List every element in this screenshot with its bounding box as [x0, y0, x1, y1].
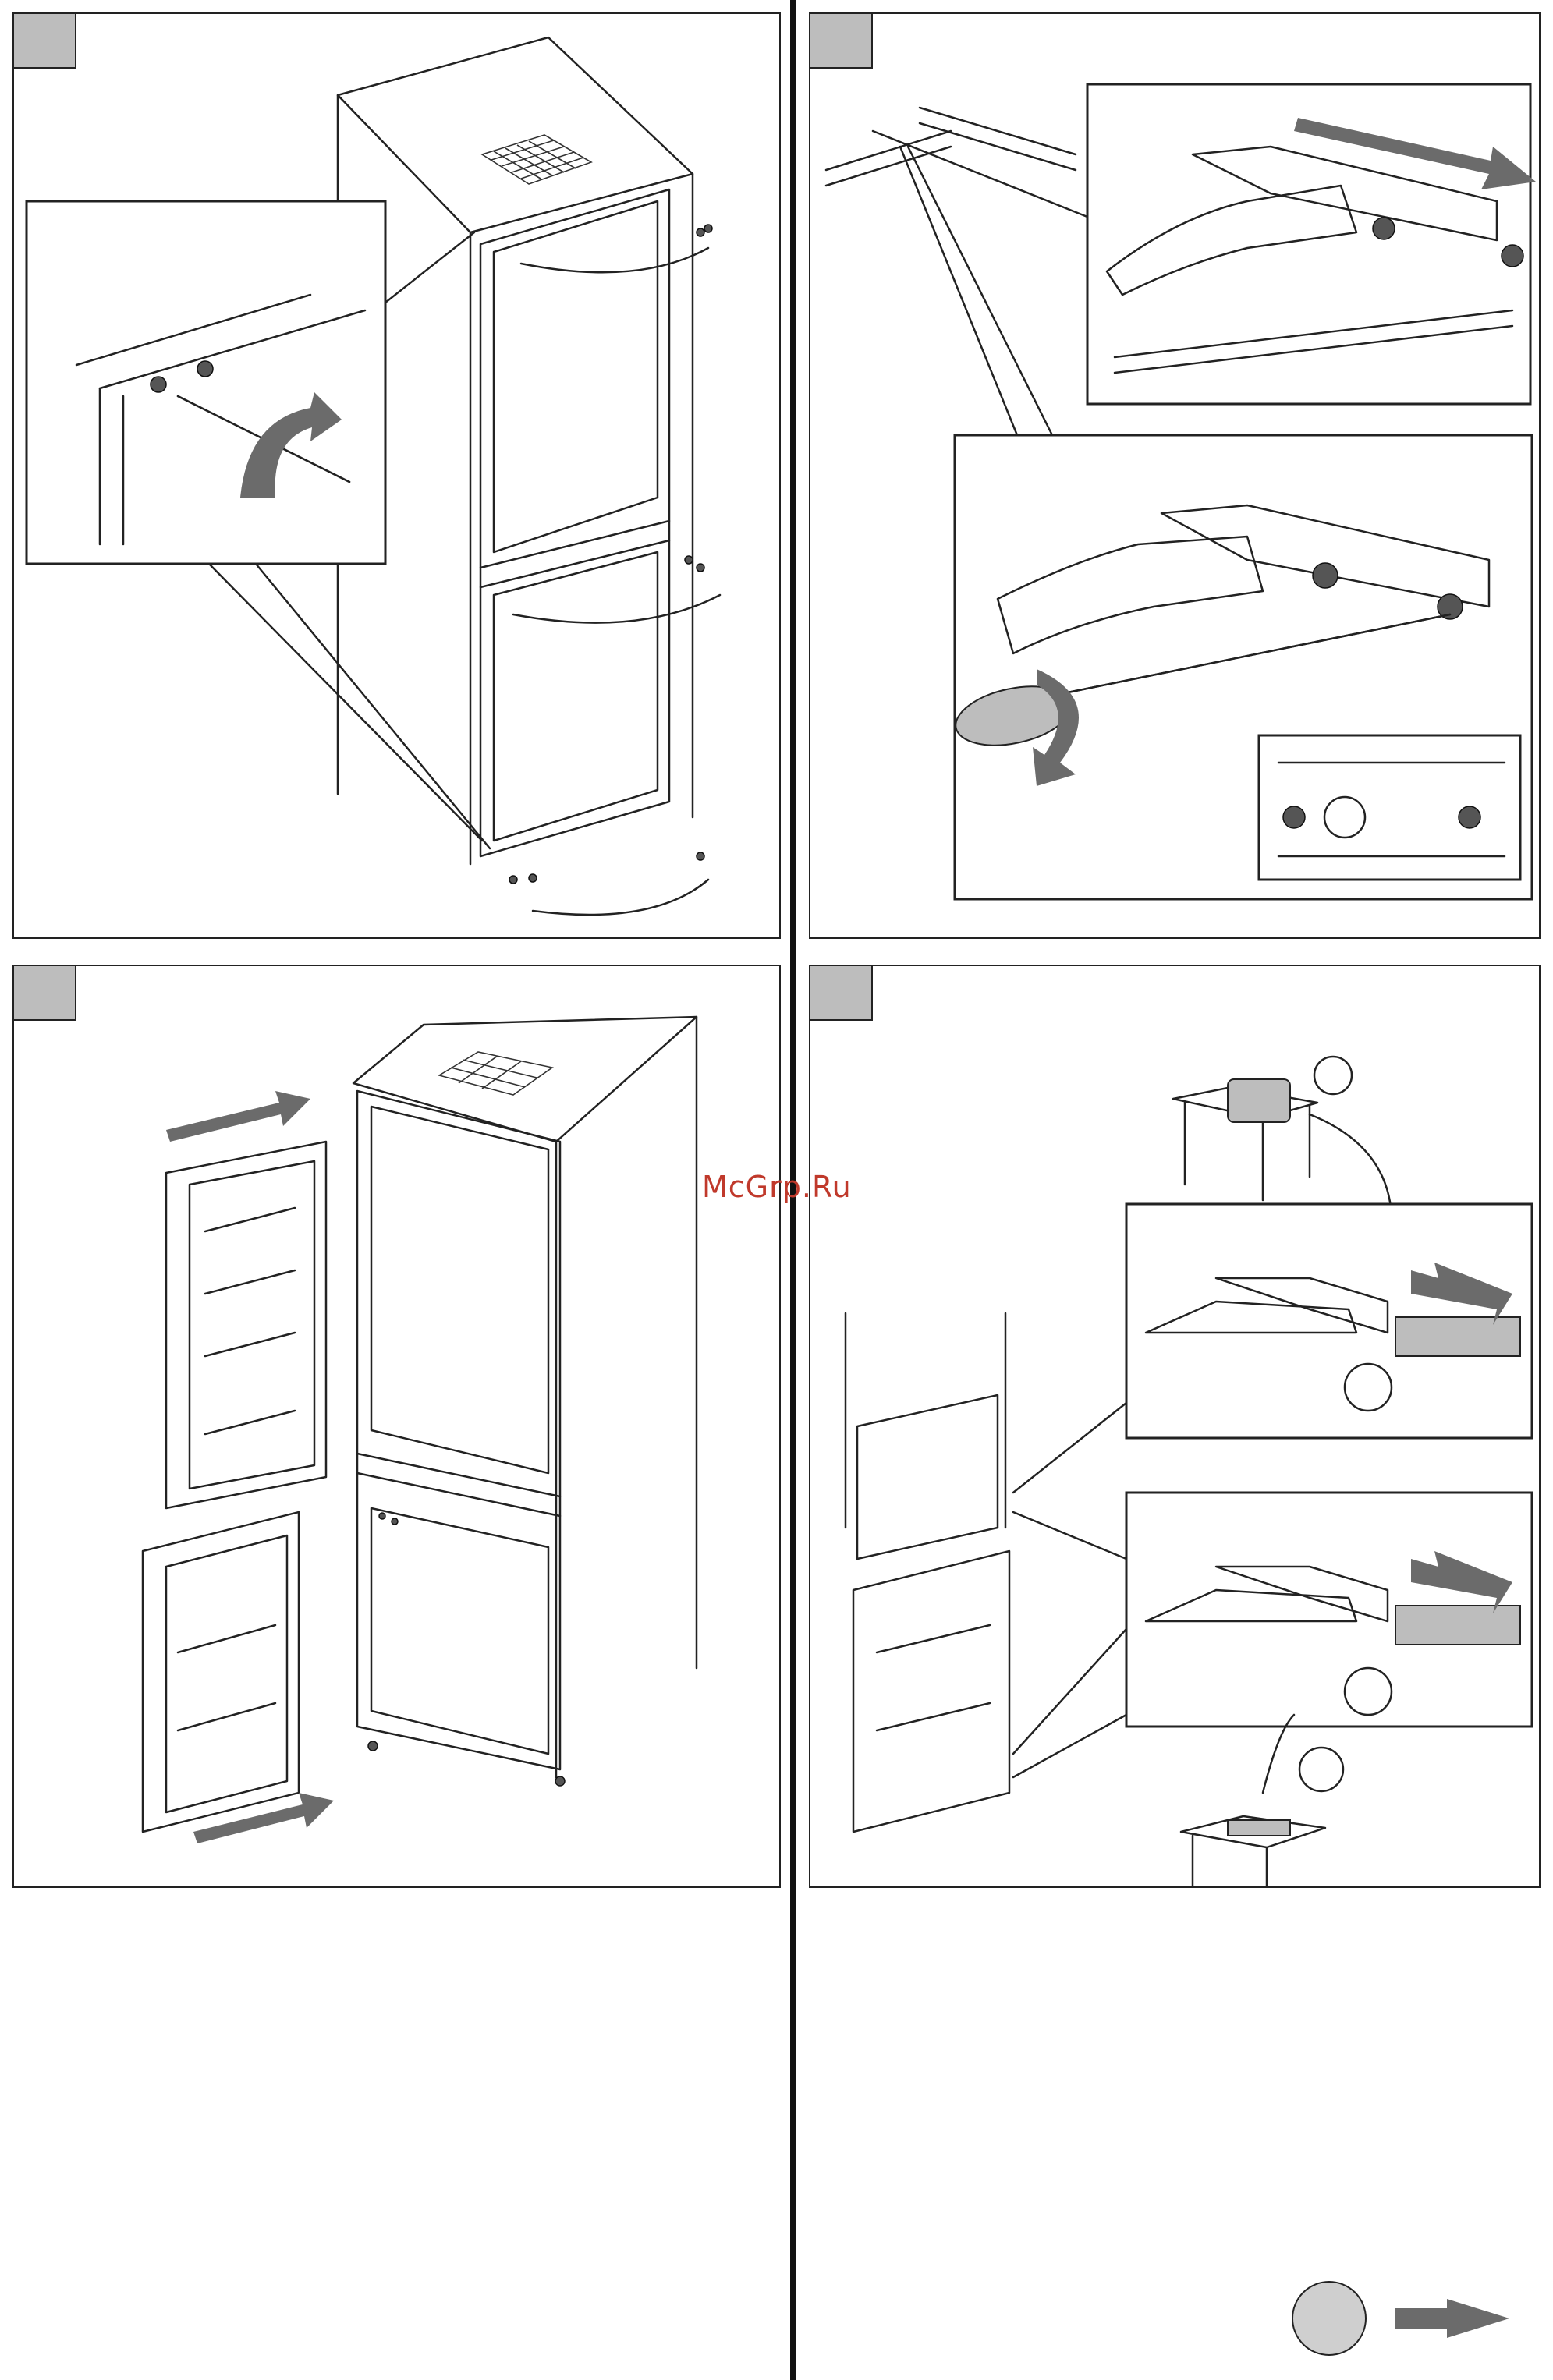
hinge-illustration-step-2 [810, 14, 1541, 939]
cabinet-illustration-step-1 [14, 14, 781, 939]
callout-circle-icon [1299, 1748, 1343, 1791]
watermark: McGrp.Ru [702, 1170, 852, 1204]
grid-icon [482, 135, 591, 184]
panel-step-3 [12, 965, 781, 1888]
callout-circle-icon [1345, 1668, 1392, 1715]
spacer-fitting-illustration-step-4 [810, 966, 1541, 1888]
grid-icon [439, 1052, 552, 1095]
screw-icon [151, 377, 166, 392]
panel-step-4 [809, 965, 1541, 1888]
callout-circle-icon [1345, 1364, 1392, 1411]
screw-icon [1373, 218, 1395, 239]
screw-icon [1283, 806, 1305, 828]
arrow-right-icon [166, 1091, 310, 1142]
screw-icon [1502, 245, 1523, 267]
screw-icon [1313, 563, 1338, 588]
panel-step-2 [809, 12, 1541, 939]
circle-icon [1292, 2281, 1367, 2356]
arrow-right-icon [1395, 2299, 1509, 2338]
door-mounting-illustration-step-3 [14, 966, 781, 1888]
screw-icon [1459, 806, 1480, 828]
screw-icon [197, 361, 213, 377]
callout-circle-icon [1314, 1057, 1352, 1094]
panel-step-1 [12, 12, 781, 939]
